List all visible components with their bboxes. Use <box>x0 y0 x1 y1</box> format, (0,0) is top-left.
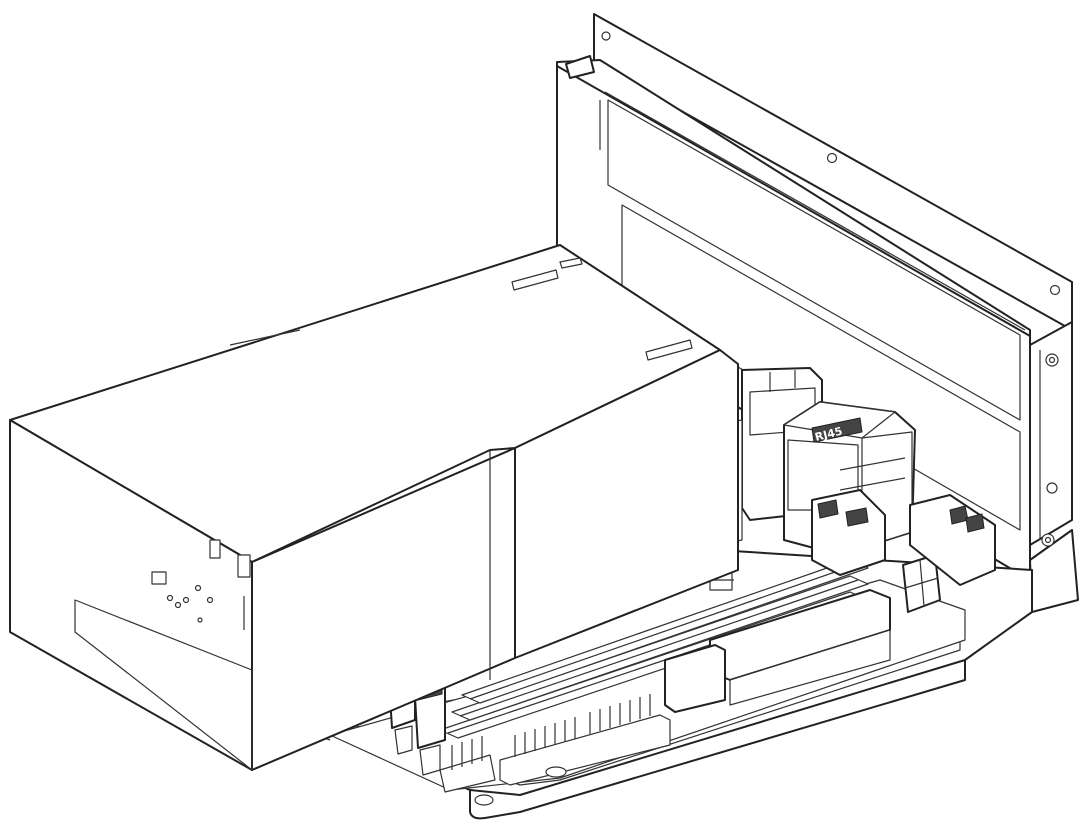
mounting-screw <box>1044 536 1052 544</box>
side-io-connector <box>909 494 996 586</box>
mounting-hole <box>601 31 611 41</box>
motherboard <box>329 554 966 793</box>
mounting-screw <box>1048 356 1056 364</box>
usb-port-stack <box>811 489 886 576</box>
pin-headers <box>439 694 671 793</box>
header-box <box>664 644 726 713</box>
dimm-slot-2 <box>451 575 869 721</box>
dimm-slot-3 <box>461 559 869 704</box>
internal-components <box>74 539 253 771</box>
atx-power-connector <box>709 589 891 706</box>
cpu-power-connector <box>902 554 941 613</box>
mounting-hole <box>826 152 838 164</box>
rubber-foot <box>474 794 494 806</box>
mounting-hole <box>1049 284 1061 296</box>
heatsink-cover <box>9 244 739 771</box>
mounting-hole <box>1046 482 1058 494</box>
